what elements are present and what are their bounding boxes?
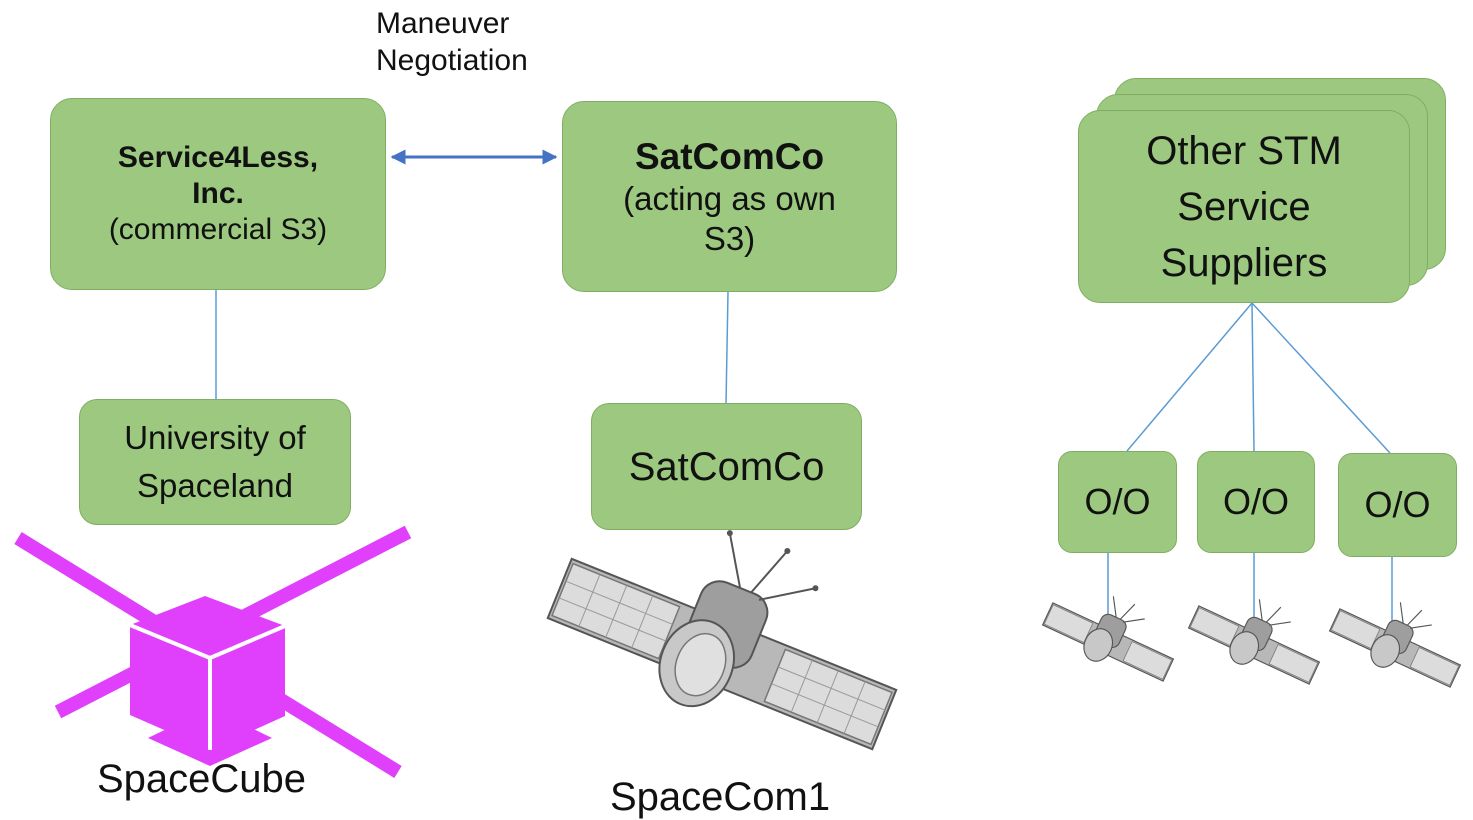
oo-box-1: O/O xyxy=(1058,451,1177,553)
university-line-2: Spaceland xyxy=(137,467,293,504)
service4less-role: (commercial S3) xyxy=(108,213,328,246)
oo-box-2-label: O/O xyxy=(1222,481,1289,523)
link-stm-oo-3 xyxy=(1251,302,1391,454)
other-stm-line-1: Other STM xyxy=(1146,128,1342,173)
satcomco-operator-box: SatComCo xyxy=(591,403,862,530)
service4less-name-line-1: Service4Less, xyxy=(117,141,319,174)
oo-box-1-label: O/O xyxy=(1084,481,1151,523)
other-stm-line-3: Suppliers xyxy=(1160,240,1328,285)
oo-box-2: O/O xyxy=(1197,451,1315,553)
satcomco-s3-role-line-1: (acting as own xyxy=(623,180,836,218)
university-box: University of Spaceland xyxy=(79,399,351,525)
link-stm-oo-1 xyxy=(1126,302,1253,452)
other-stm-box: Other STM Service Suppliers xyxy=(1078,110,1410,303)
oo-box-3-label: O/O xyxy=(1364,484,1431,526)
negotiation-label: Maneuver Negotiation xyxy=(376,6,528,79)
other-stm-line-2: Service xyxy=(1177,184,1311,229)
link-stm-oo-2 xyxy=(1251,302,1255,452)
satcomco-s3-role-line-2: S3) xyxy=(703,219,756,257)
service4less-name-line-2: Inc. xyxy=(192,177,244,210)
service4less-box: Service4Less, Inc. (commercial S3) xyxy=(50,98,386,290)
spacecom1-label: SpaceCom1 xyxy=(610,775,831,819)
negotiation-line-2: Negotiation xyxy=(376,43,528,77)
oo-box-3: O/O xyxy=(1338,453,1457,557)
link-satcomco-operator xyxy=(725,291,729,405)
spacecube-label: SpaceCube xyxy=(97,757,307,801)
satcomco-s3-name: SatComCo xyxy=(634,135,825,177)
university-line-1: University of xyxy=(124,419,306,457)
satcomco-s3-box: SatComCo (acting as own S3) xyxy=(562,101,897,292)
satcomco-operator-label: SatComCo xyxy=(628,444,825,489)
negotiation-line-1: Maneuver xyxy=(376,7,510,40)
